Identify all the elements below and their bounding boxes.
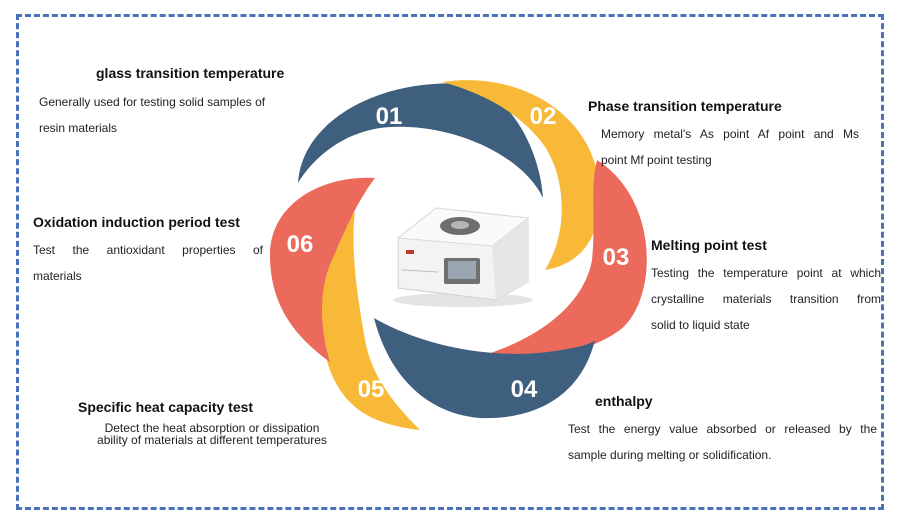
item-06-title: Oxidation induction period test <box>33 214 240 230</box>
item-01-description: Generally used for testing solid samples… <box>39 89 299 141</box>
item-03-desc-line-2: crystalline materials transition from <box>651 292 881 306</box>
item-04-desc-line-1: Test the energy value absorbed or releas… <box>568 422 877 436</box>
petal-05 <box>321 212 420 430</box>
item-05-desc-line-2: ability of materials at different temper… <box>97 433 327 447</box>
item-01-desc-line-2: resin materials <box>39 121 118 135</box>
number-02: 02 <box>530 103 557 130</box>
item-03-title: Melting point test <box>651 237 767 253</box>
item-04-title: enthalpy <box>595 393 653 409</box>
item-02-description: Memory metal's As point Af point and Ms … <box>601 121 859 173</box>
item-01-desc-line-1: Generally used for testing solid samples… <box>39 95 266 109</box>
number-06: 06 <box>287 231 314 258</box>
petal-02 <box>442 80 600 270</box>
number-01: 01 <box>376 103 403 130</box>
number-04: 04 <box>511 376 538 403</box>
item-06-description: Test the antioxidant properties of mater… <box>33 237 263 289</box>
petal-03 <box>467 160 647 361</box>
thermal-analyzer-instrument-icon <box>393 207 533 307</box>
item-03-desc-line-1: Testing the temperature point at which <box>651 266 881 280</box>
item-06-desc-line-1: Test the antioxidant properties of <box>33 243 263 257</box>
dashed-frame <box>16 14 884 510</box>
item-05-title: Specific heat capacity test <box>78 399 254 415</box>
number-05: 05 <box>358 376 385 403</box>
item-04-description: Test the energy value absorbed or releas… <box>568 416 877 468</box>
item-03-desc-line-3: solid to liquid state <box>651 318 750 332</box>
petal-01 <box>298 83 543 198</box>
petal-06 <box>270 177 375 362</box>
number-03: 03 <box>603 244 630 271</box>
item-05-desc-line-1: Detect the heat absorption or dissipatio… <box>104 421 320 435</box>
item-03-description: Testing the temperature point at which c… <box>651 260 881 338</box>
item-02-desc-line-2: point Mf point testing <box>601 153 712 167</box>
item-01-title: glass transition temperature <box>96 65 285 81</box>
item-06-desc-line-2: materials <box>33 269 82 283</box>
item-02-desc-line-1: Memory metal's As point Af point and Ms <box>601 127 859 141</box>
item-05-description: Detect the heat absorption or dissipatio… <box>80 422 344 446</box>
item-02-title: Phase transition temperature <box>588 98 782 114</box>
petal-04 <box>374 318 595 419</box>
item-04-desc-line-2: sample during melting or solidification. <box>568 448 772 462</box>
